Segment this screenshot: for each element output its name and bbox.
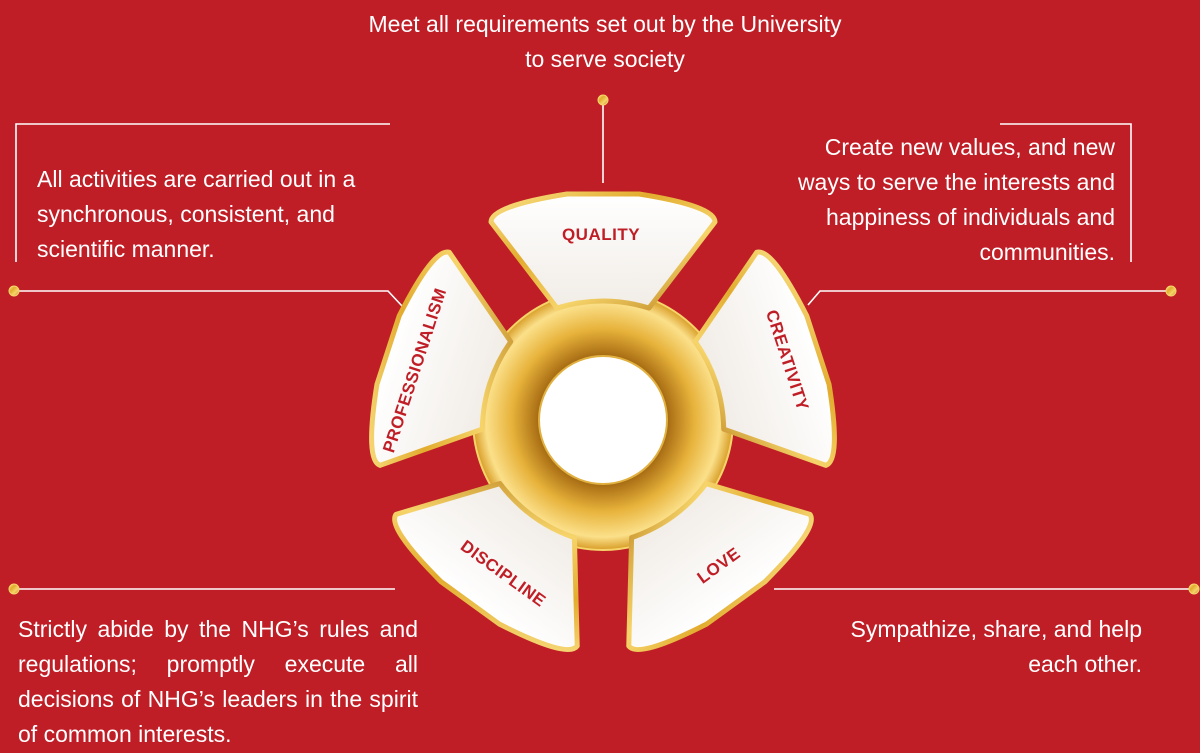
petal-quality [488,191,718,311]
connector-left-mid [14,290,403,307]
connector-dots [8,94,1200,595]
professionalism-description: All activities are carried out in a sync… [37,166,356,262]
creativity-description: Create new values, and new ways to serve… [797,134,1115,265]
petal-discipline [392,481,580,652]
center-circle [538,355,668,485]
dot-left-mid [8,285,20,297]
connector-right-mid [807,290,1171,306]
connector-right-top [1000,123,1132,262]
quality-description: Meet all requirements set out by the Uni… [368,11,842,72]
dot-bottom-right [1188,583,1200,595]
dot-top [597,94,609,106]
love-description: Sympathize, share, and help each other. [850,616,1142,677]
connector-lines [14,100,1194,590]
petal-creativity [692,249,837,468]
connector-left-top [15,123,390,262]
petal-professionalism [369,249,514,468]
discipline-description: Strictly abide by the NHG’s rules and re… [18,616,418,747]
petal-love [626,481,814,652]
dot-right-mid [1165,285,1177,297]
petal-label-quality: QUALITY [562,225,640,244]
dot-bottom-left [8,583,20,595]
